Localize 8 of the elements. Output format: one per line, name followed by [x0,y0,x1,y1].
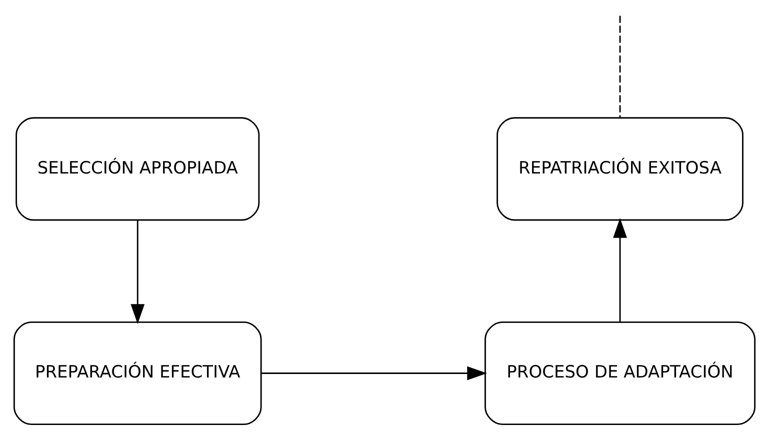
arrow [613,218,627,322]
node-box: PREPARACIÓN EFECTIVA [13,321,262,426]
node-box: REPATRIACIÓN EXITOSA [496,117,744,221]
node-box: PROCESO DE ADAPTACIÓN [484,321,756,426]
arrow [130,220,145,324]
node-box: SELECCIÓN APROPIADA [16,117,260,221]
arrow [262,366,488,380]
connector [619,16,621,118]
